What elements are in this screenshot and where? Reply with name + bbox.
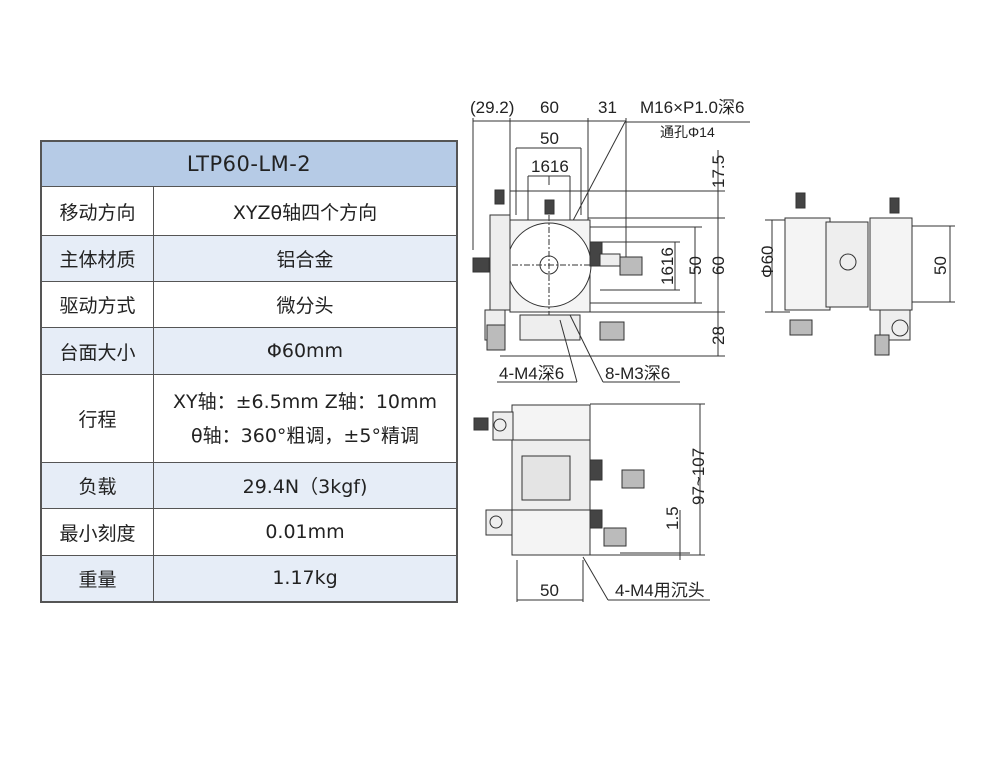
dim-97-107: 97~107 [689,448,708,505]
spec-label: 驱动方式 [40,281,154,328]
spec-value: 铝合金 [153,235,458,282]
dim-29-2: (29.2) [470,98,514,117]
travel-line-1: XY轴：±6.5mm Z轴：10mm [172,390,438,413]
spec-value: XYZθ轴四个方向 [153,186,458,236]
spec-value: 微分头 [153,281,458,328]
dim-31: 31 [598,98,617,117]
dim-1616: 1616 [531,157,569,176]
dim-17-5: 17.5 [709,155,728,188]
spec-label: 负载 [40,462,154,509]
top-view [472,118,750,383]
dim-1616-vertical: 1616 [658,247,677,285]
dim-28: 28 [709,326,728,345]
dim-50-vertical: 50 [686,256,705,275]
front-view [473,403,710,602]
dim-60-vertical: 60 [709,256,728,275]
dim-phi60: Φ60 [758,246,777,278]
dim-50-front: 50 [540,581,559,600]
spec-label: 最小刻度 [40,508,154,556]
note-4-m4: 4-M4深6 [499,364,564,383]
dim-50: 50 [540,129,559,148]
spec-value: 1.17kg [153,555,458,602]
dim-60: 60 [540,98,559,117]
spec-value: XY轴：±6.5mm Z轴：10mm θ轴：360°粗调，±5°精调 [153,374,458,463]
side-view [765,192,955,356]
spec-label: 台面大小 [40,327,154,375]
dim-50-side: 50 [931,256,950,275]
note-8-m3: 8-M3深6 [605,364,670,383]
spec-label: 重量 [40,555,154,602]
spec-value: 29.4N（3kgf) [153,462,458,509]
dim-1-5: 1.5 [663,506,682,530]
note-4-m4-countersink: 4-M4用沉头 [615,581,705,600]
spec-value: Φ60mm [153,327,458,375]
travel-line-2: θ轴：360°粗调，±5°精调 [191,424,419,447]
thread-note: M16×P1.0深6 [640,98,744,117]
spec-value: 0.01mm [153,508,458,556]
hole-note: 通孔Φ14 [660,124,715,140]
spec-label: 主体材质 [40,235,154,282]
